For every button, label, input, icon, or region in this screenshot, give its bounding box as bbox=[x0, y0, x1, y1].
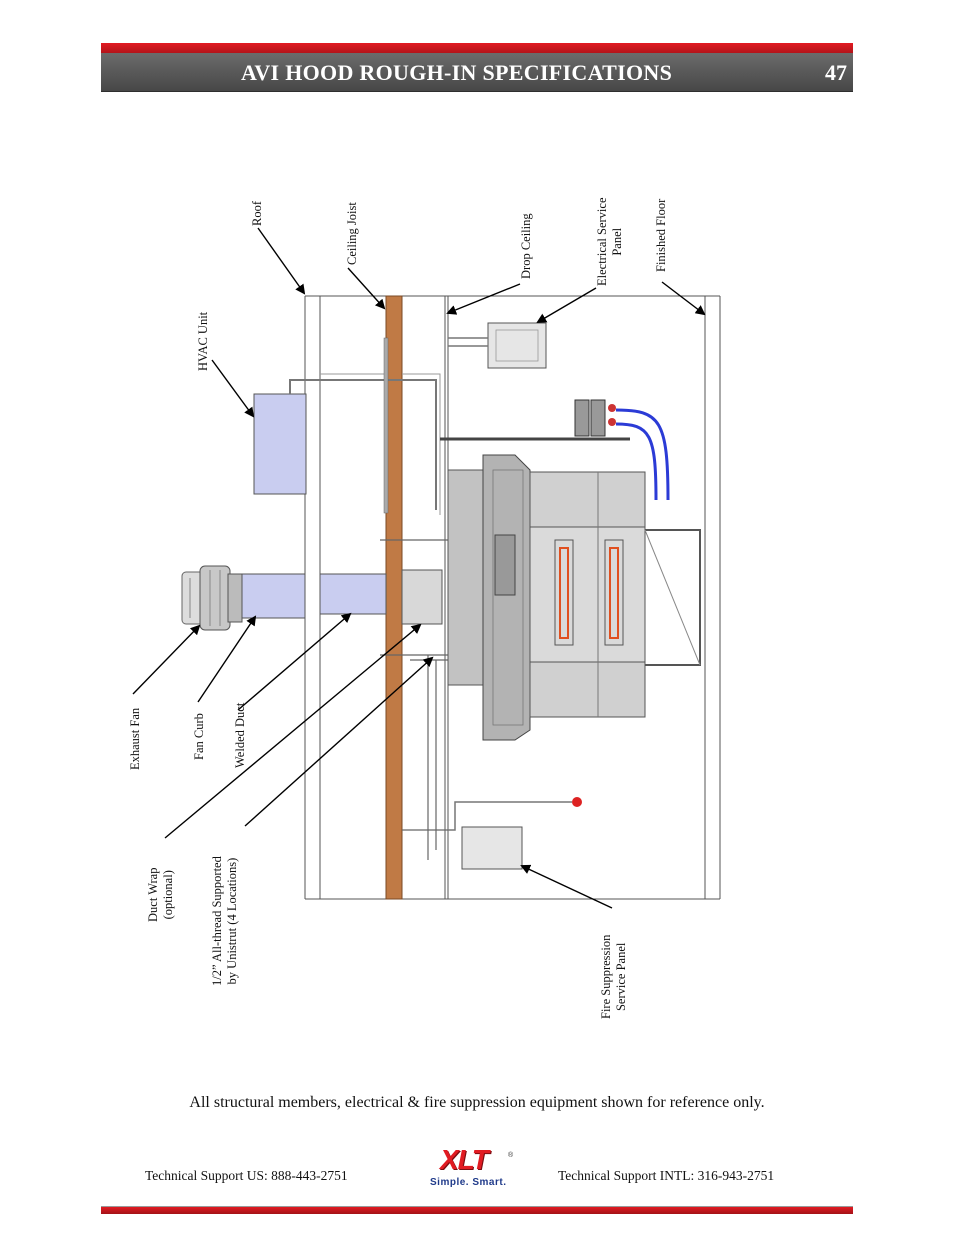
label-fire-panel: Fire Suppression Service Panel bbox=[599, 935, 629, 1019]
arrow-duct-wrap bbox=[164, 623, 422, 839]
welded-duct bbox=[319, 573, 387, 615]
gas-connections bbox=[440, 399, 670, 501]
logo-registered: ® bbox=[508, 1152, 514, 1159]
arrow-roof bbox=[257, 227, 306, 295]
fan-curb bbox=[241, 573, 306, 619]
label-fan-curb: Fan Curb bbox=[192, 713, 206, 760]
arrow-exhaust-fan bbox=[132, 624, 201, 695]
label-duct-wrap-line2: (optional) bbox=[161, 870, 175, 920]
logo-mark: XLT bbox=[440, 1144, 489, 1175]
arrow-finished-floor bbox=[661, 281, 706, 316]
arrow-all-thread bbox=[244, 656, 434, 827]
footer-rule bbox=[101, 1206, 853, 1214]
arrow-welded-duct bbox=[237, 612, 352, 711]
label-all-thread-line1: 1/2” All-thread Supported bbox=[210, 856, 224, 986]
label-exhaust-fan: Exhaust Fan bbox=[128, 707, 142, 770]
label-finished-floor: Finished Floor bbox=[654, 198, 668, 272]
label-hvac-unit: HVAC Unit bbox=[196, 311, 210, 371]
label-electrical-panel: Electrical Service Panel bbox=[595, 198, 625, 287]
label-duct-wrap: Duct Wrap (optional) bbox=[146, 868, 176, 922]
label-electrical-panel-line2: Panel bbox=[610, 227, 624, 256]
hood-and-oven bbox=[447, 454, 701, 741]
reference-note: All structural members, electrical & fir… bbox=[189, 1094, 765, 1111]
arrow-electrical-panel bbox=[536, 287, 597, 324]
fire-suppression-panel bbox=[448, 797, 582, 870]
electrical-service-panel bbox=[448, 322, 547, 369]
duct-through-ceiling bbox=[401, 569, 443, 625]
label-electrical-panel-line1: Electrical Service bbox=[595, 197, 609, 287]
xlt-logo: XLT ® Simple. Smart. bbox=[426, 1144, 526, 1192]
label-welded-duct: Welded Duct bbox=[233, 702, 247, 768]
page-number: 47 bbox=[825, 60, 847, 85]
label-all-thread: 1/2” All-thread Supported by Unistrut (4… bbox=[210, 856, 240, 986]
logo-tagline: Simple. Smart. bbox=[430, 1177, 507, 1188]
arrow-hvac bbox=[211, 359, 255, 418]
support-us: Technical Support US: 888-443-2751 bbox=[145, 1168, 348, 1183]
exhaust-fan bbox=[181, 565, 243, 631]
hvac-unit bbox=[253, 337, 441, 515]
header-rule bbox=[101, 43, 853, 53]
page-title: AVI HOOD ROUGH-IN SPECIFICATIONS bbox=[241, 60, 673, 85]
arrow-ceiling-joist bbox=[347, 267, 386, 310]
leader-arrows bbox=[132, 227, 706, 909]
label-all-thread-line2: by Unistrut (4 Locations) bbox=[225, 857, 239, 985]
support-intl: Technical Support INTL: 316-943-2751 bbox=[558, 1168, 775, 1183]
label-fire-panel-line2: Service Panel bbox=[614, 942, 628, 1012]
all-thread-rods bbox=[380, 539, 450, 860]
label-fire-panel-line1: Fire Suppression bbox=[599, 934, 613, 1019]
arrow-drop-ceiling bbox=[446, 283, 521, 315]
label-ceiling-joist: Ceiling Joist bbox=[345, 202, 359, 265]
label-roof: Roof bbox=[250, 201, 264, 226]
header-bar: AVI HOOD ROUGH-IN SPECIFICATIONS 47 bbox=[101, 53, 853, 92]
label-duct-wrap-line1: Duct Wrap bbox=[146, 867, 160, 922]
label-drop-ceiling: Drop Ceiling bbox=[519, 213, 533, 279]
ceiling-joist bbox=[385, 295, 403, 900]
arrow-fan-curb bbox=[197, 615, 257, 703]
arrow-fire-panel bbox=[520, 864, 613, 909]
